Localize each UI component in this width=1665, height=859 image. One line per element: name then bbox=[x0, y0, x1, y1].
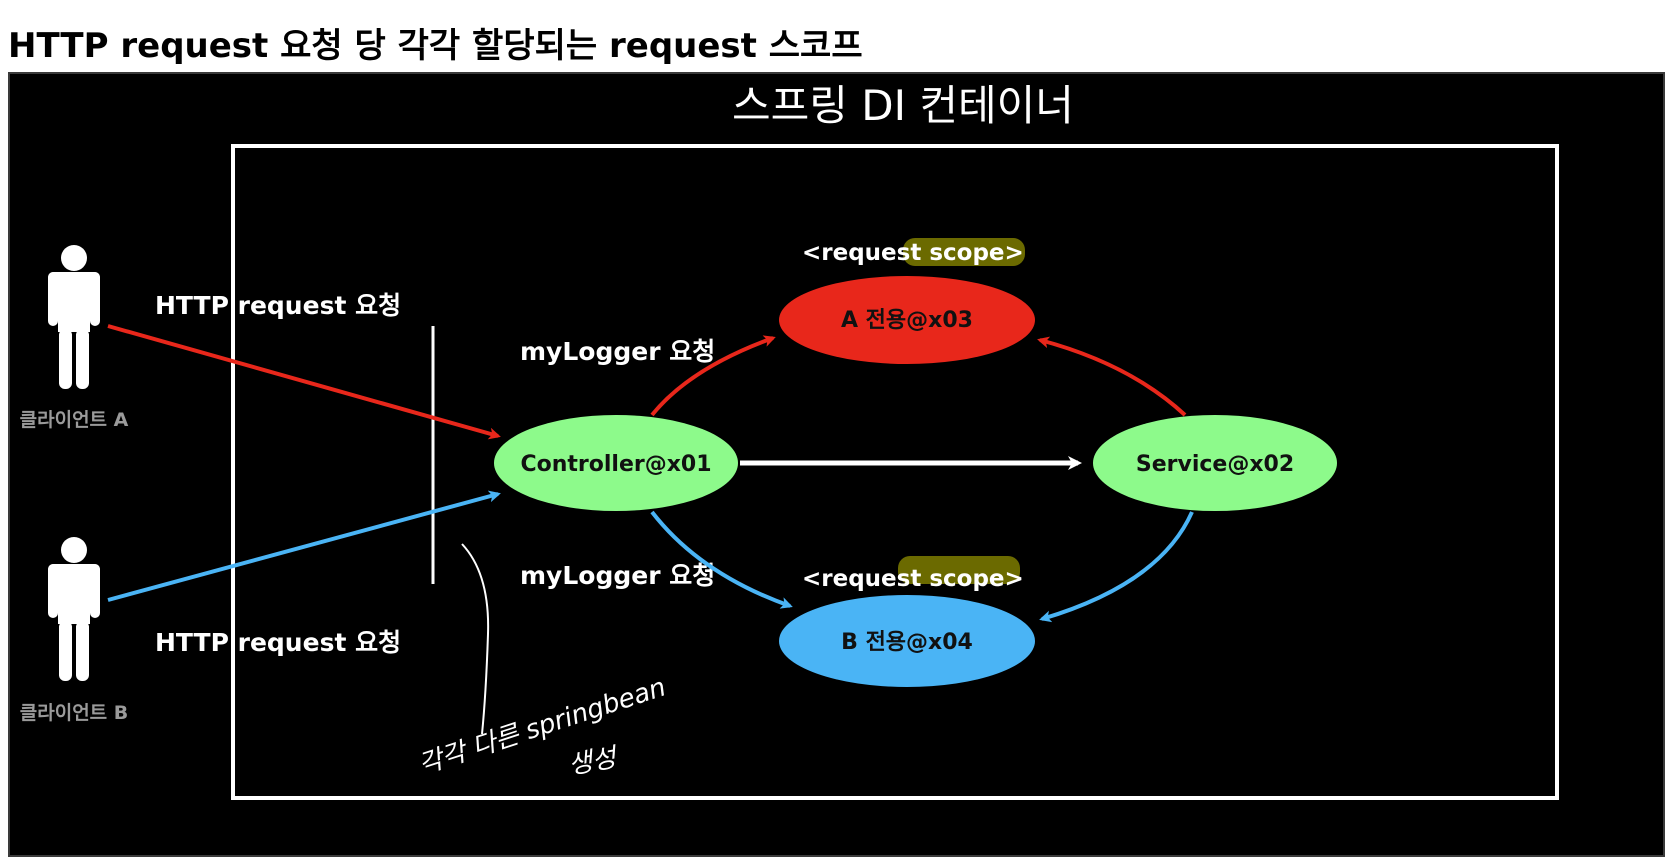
controller-node bbox=[494, 415, 738, 511]
person-icon-client-b bbox=[48, 537, 100, 681]
container-label: 스프링 DI 컨테이너 bbox=[732, 81, 1074, 130]
http-request-b-label: HTTP request 요청 bbox=[155, 628, 401, 657]
page-title: HTTP request 요청 당 각각 할당되는 request 스코프 bbox=[8, 26, 863, 66]
arrow-client-b-to-controller bbox=[107, 490, 501, 602]
arrow-service-to-a bbox=[1037, 336, 1187, 417]
a-scope-label: <request scope> bbox=[802, 240, 1024, 266]
a-scope-highlight bbox=[903, 238, 1025, 266]
client-b-label: 클라이언트 B bbox=[20, 702, 129, 724]
arrow-controller-to-b bbox=[650, 510, 793, 609]
di-container-box bbox=[231, 144, 1559, 800]
handwritten-curve bbox=[461, 543, 490, 735]
handwritten-line1: 각각 다른 springbean bbox=[415, 672, 670, 780]
controller-label: Controller@x01 bbox=[520, 452, 711, 477]
http-request-a-label: HTTP request 요청 bbox=[155, 291, 401, 320]
person-icon-client-a bbox=[48, 245, 100, 389]
arrow-controller-to-a bbox=[650, 335, 776, 417]
client-a-label: 클라이언트 A bbox=[20, 409, 129, 431]
diagram-svg: 스프링 DI 컨테이너 클라이언트 A 클라이언트 B HTTP request… bbox=[20, 81, 1559, 800]
arrow-client-a-to-controller bbox=[107, 324, 501, 440]
a-bean-label: A 전용@x03 bbox=[841, 308, 973, 333]
handwritten-line2: 생성 bbox=[566, 743, 621, 781]
mylogger-b-label: myLogger 요청 bbox=[520, 561, 715, 590]
arrow-service-to-b bbox=[1039, 511, 1194, 623]
b-scope-highlight bbox=[898, 556, 1020, 584]
b-scope-label: <request scope> bbox=[802, 566, 1024, 592]
a-bean-node bbox=[779, 276, 1035, 364]
b-bean-node bbox=[779, 595, 1035, 687]
service-node bbox=[1093, 415, 1337, 511]
diagram-canvas: 스프링 DI 컨테이너 클라이언트 A 클라이언트 B HTTP request… bbox=[8, 72, 1665, 857]
mylogger-a-label: myLogger 요청 bbox=[520, 337, 715, 366]
b-bean-label: B 전용@x04 bbox=[841, 630, 973, 655]
service-label: Service@x02 bbox=[1136, 452, 1294, 477]
